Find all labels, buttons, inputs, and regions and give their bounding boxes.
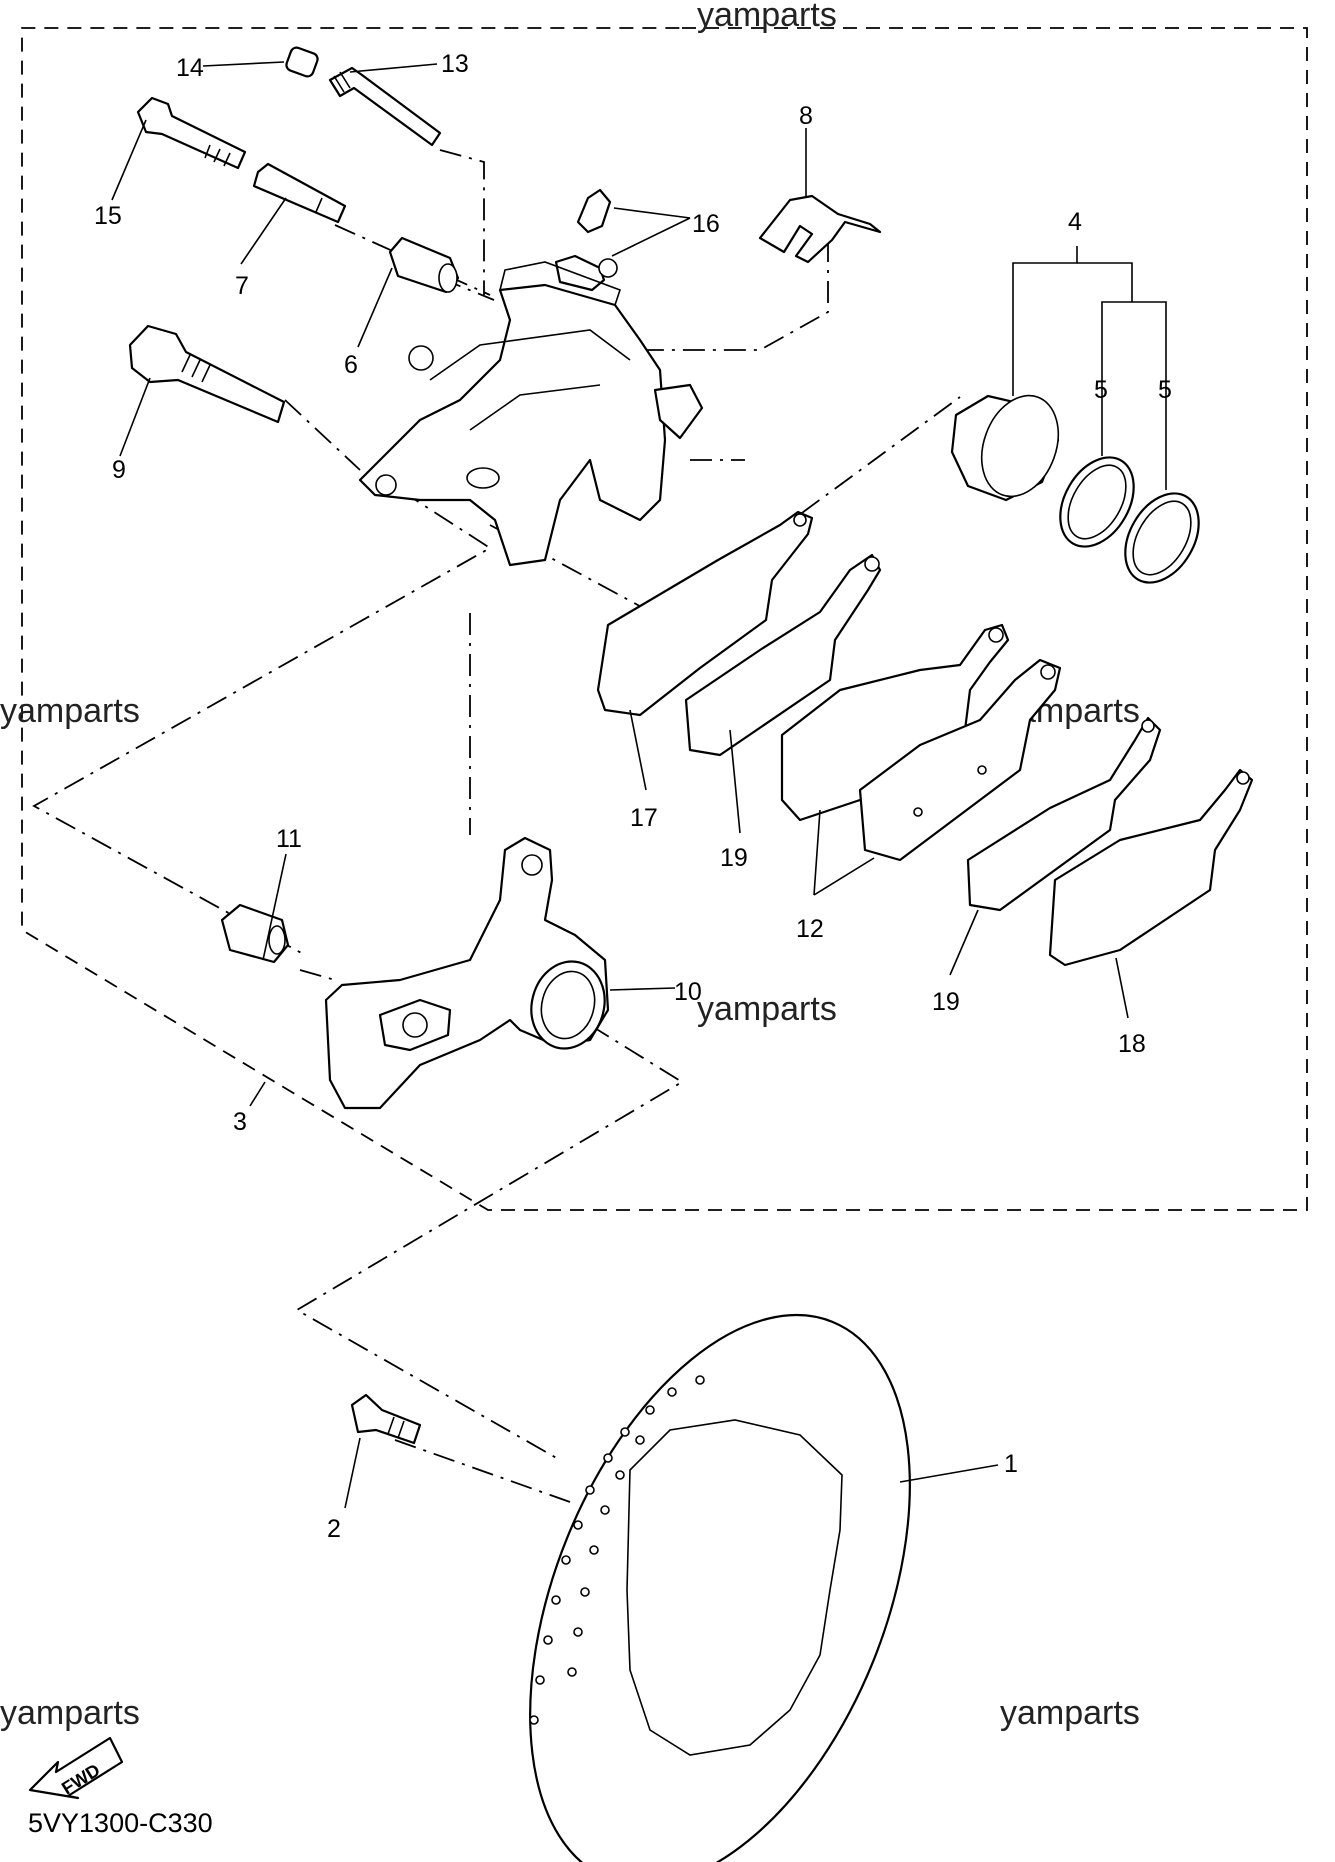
- callout-4: 4: [1068, 208, 1082, 236]
- diagram-code: 5VY1300-C330: [28, 1808, 213, 1838]
- part-14-cap: [285, 46, 319, 78]
- callout-8: 8: [799, 102, 813, 130]
- part-13-pin: [328, 66, 442, 147]
- callout-18: 18: [1118, 1030, 1146, 1058]
- assembly-boundary: [21, 27, 1308, 1211]
- part-4-piston: [950, 394, 1060, 502]
- callout-6: 6: [344, 351, 358, 379]
- callout-13: 13: [441, 50, 469, 78]
- part-10-bracket: [324, 836, 610, 1110]
- callout-7: 7: [235, 272, 249, 300]
- fwd-arrow-icon: FWD: [28, 1736, 124, 1800]
- callout-19a: 19: [720, 844, 748, 872]
- callout-19b: 19: [932, 988, 960, 1016]
- part-2-disc-bolt: [350, 1393, 422, 1445]
- callout-16: 16: [692, 210, 720, 238]
- callout-5b: 5: [1158, 376, 1172, 404]
- watermark-top: yamparts: [697, 0, 837, 34]
- callout-3: 3: [233, 1108, 247, 1136]
- callout-1: 1: [1004, 1450, 1018, 1478]
- part-9-bolt: [128, 324, 286, 424]
- part-5-seals: [1059, 456, 1200, 584]
- callout-10: 10: [674, 978, 702, 1006]
- callout-2: 2: [327, 1515, 341, 1543]
- callout-14: 14: [176, 54, 204, 82]
- part-15-bolt: [136, 96, 247, 170]
- leader-lines: [111, 61, 1167, 1509]
- part-16-bleeder: [554, 188, 618, 292]
- callout-11: 11: [276, 825, 302, 853]
- watermark-bottom-right: yamparts: [1000, 1694, 1140, 1732]
- part-6-sleeve: [388, 236, 460, 294]
- part-8-pad-spring: [758, 194, 882, 264]
- callout-15: 15: [94, 202, 122, 230]
- part-19-shim-right: [966, 716, 1162, 912]
- disc-holes: [529, 1375, 705, 1725]
- part-17-shim: [596, 510, 814, 717]
- part-19-shim-left: [684, 553, 882, 757]
- watermark-mid: yamparts: [697, 990, 837, 1028]
- part-18-shim: [1048, 768, 1254, 967]
- callouts: 1 2 3 4 5 5 6 7 8 9 10 11 12 13 14 15 16…: [94, 50, 1172, 1543]
- watermark-left: yamparts: [0, 692, 140, 730]
- callout-17: 17: [630, 804, 658, 832]
- callout-5a: 5: [1094, 376, 1108, 404]
- part-1-brake-disc: [529, 1313, 911, 1862]
- part-12-brake-pads: [780, 623, 1062, 862]
- part-7-pin: [252, 162, 347, 224]
- part-11-boot: [220, 903, 290, 964]
- caliper-body: [358, 261, 704, 567]
- callout-9: 9: [112, 456, 126, 484]
- callout-12: 12: [796, 915, 824, 943]
- watermark-bottom-left: yamparts: [0, 1694, 140, 1732]
